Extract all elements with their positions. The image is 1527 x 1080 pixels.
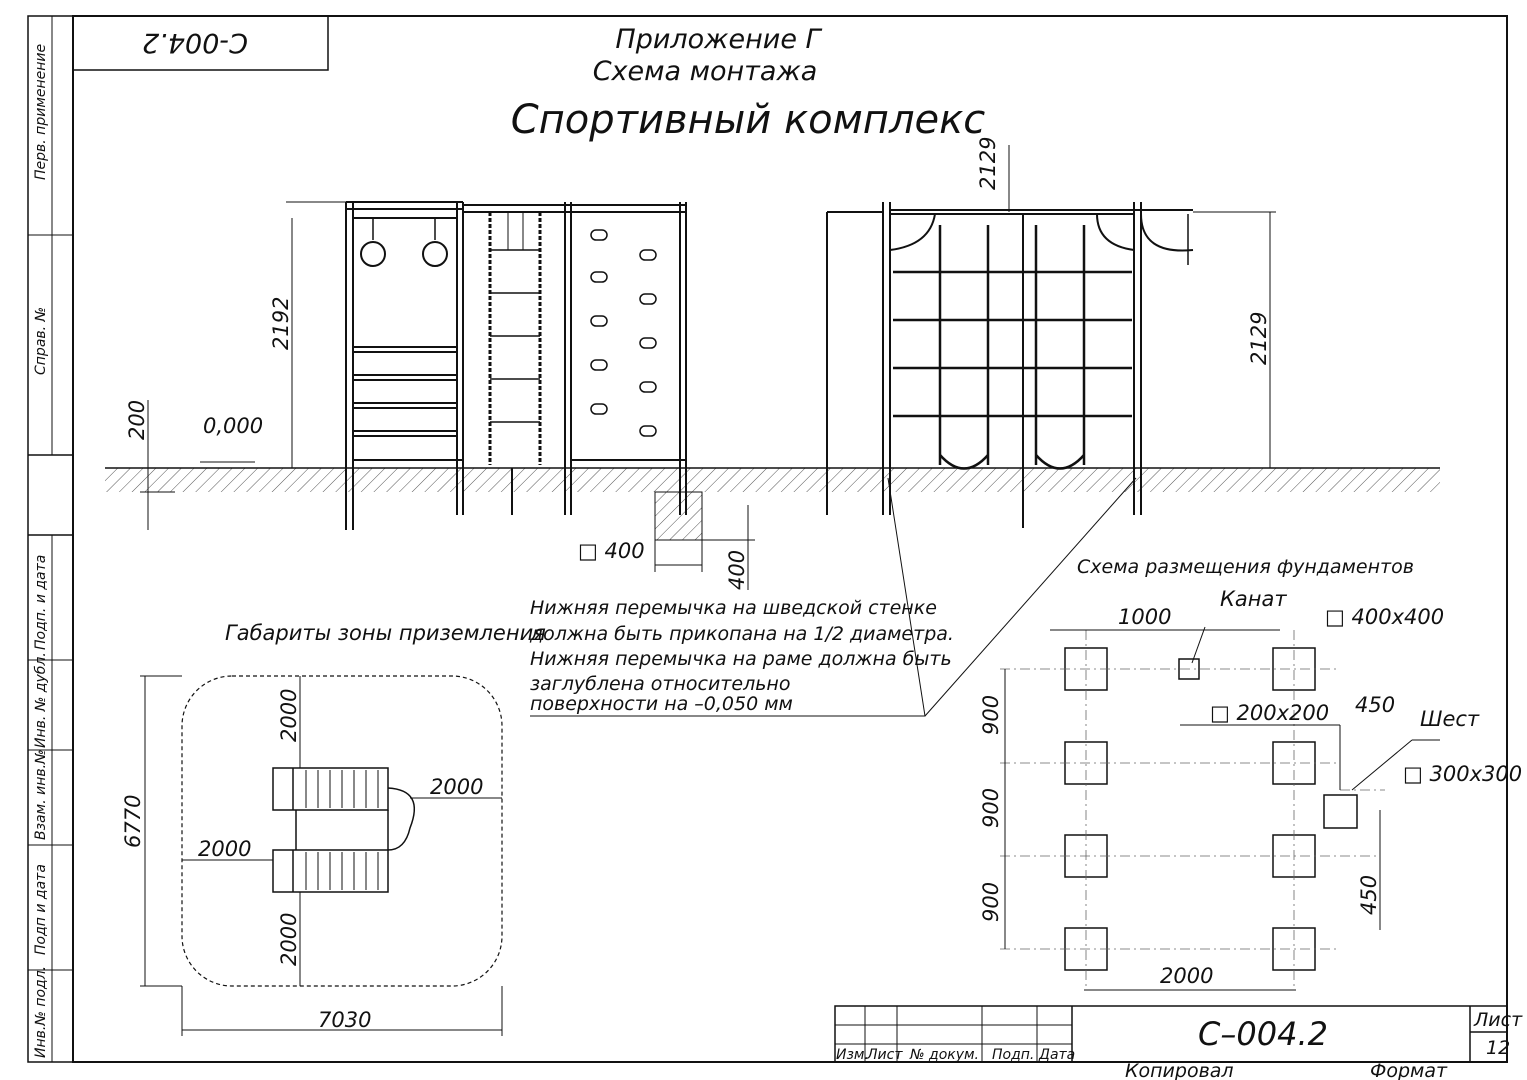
elevation-dims	[140, 145, 1276, 590]
tb-format: Формат	[1370, 1060, 1448, 1080]
foundation-depth: 400	[725, 550, 749, 590]
page-title: Спортивный комплекс	[511, 97, 986, 143]
dim-1000: 1000	[1118, 605, 1171, 629]
right-complex	[826, 202, 1194, 528]
note-line-3: Нижняя перемычка на раме должна быть	[530, 648, 952, 670]
note-line-2: должна быть прикопана на 1/2 диаметра.	[529, 623, 954, 645]
dim-2000: 2000	[1160, 964, 1213, 988]
tb-code: С–004.2	[1198, 1015, 1328, 1053]
tb-sheet-label: Лист	[1473, 1009, 1523, 1031]
ground	[105, 467, 1440, 541]
foundation-title: Схема размещения фундаментов	[1077, 556, 1414, 578]
zone-title: Габариты зоны приземления	[225, 621, 546, 645]
sheet-frame	[27, 15, 1508, 1063]
top-stamp-code: С-004.2	[142, 27, 248, 58]
dim-right-height: 2129	[1247, 312, 1271, 365]
dim-ground: 200	[125, 400, 149, 440]
side-column-labels: Перв. применение Справ. № Подп. и дата И…	[33, 44, 49, 1058]
zone-dim-right: 2000	[430, 775, 483, 799]
pole-label: Шест	[1420, 707, 1480, 731]
side-label-vzam: Взам. инв.№	[33, 749, 49, 840]
side-label-inv-dubl: Инв. № дубл.	[33, 652, 49, 748]
rope-label: Канат	[1220, 587, 1287, 611]
size-pole: □ 300х300	[1403, 762, 1522, 786]
tb-header-date: Дата	[1038, 1047, 1075, 1063]
zone-dim-width: 7030	[318, 1008, 371, 1032]
foundation-size: □ 400	[578, 539, 645, 563]
size-rope: □ 200х200	[1210, 701, 1329, 725]
zone-dim-bottom: 2000	[277, 913, 301, 966]
foundation-section	[654, 491, 703, 541]
zone-dim-left: 2000	[198, 837, 251, 861]
dim-450-side: 450	[1357, 875, 1381, 915]
installation-note: Нижняя перемычка на шведской стенке долж…	[529, 477, 1137, 717]
tb-sheet-num: 12	[1486, 1037, 1510, 1059]
scheme-label: Схема монтажа	[593, 56, 818, 87]
tb-header-list: Лист	[866, 1047, 903, 1063]
top-stamp: С-004.2	[73, 16, 329, 71]
dim-900-c: 900	[979, 882, 1003, 922]
side-label-perv: Перв. применение	[33, 44, 49, 180]
pole-foundation	[1323, 794, 1358, 829]
note-line-5: поверхности на –0,050 мм	[530, 693, 793, 715]
size-main: □ 400х400	[1325, 605, 1444, 629]
side-label-podp2: Подп и дата	[33, 864, 49, 955]
dim-900-a: 900	[979, 695, 1003, 735]
tb-header-doc: № докум.	[909, 1047, 979, 1063]
dim-top-right: 2129	[976, 137, 1000, 190]
left-complex	[345, 201, 687, 530]
side-label-podp1: Подп. и дата	[33, 555, 49, 650]
zone-dim-top: 2000	[277, 689, 301, 742]
note-line-4: заглублена относительно	[530, 673, 790, 695]
dim-450-top: 450	[1355, 693, 1395, 717]
note-line-1: Нижняя перемычка на шведской стенке	[530, 597, 937, 619]
foundation-layout: Схема размещения фундаментов	[979, 556, 1522, 991]
side-label-sprav: Справ. №	[33, 307, 49, 375]
zone-dim-height: 6770	[121, 795, 145, 848]
dim-left-height: 2192	[269, 297, 293, 350]
dim-900-b: 900	[979, 788, 1003, 828]
tb-copied: Копировал	[1125, 1060, 1234, 1080]
tb-header-izm: Изм.	[836, 1047, 869, 1063]
landing-zone: Габариты зоны приземления 20	[121, 621, 546, 1036]
rope-foundation	[1178, 658, 1200, 680]
tb-header-podp: Подп.	[992, 1047, 1034, 1063]
side-label-inv-podl: Инв.№ подл.	[33, 966, 49, 1058]
appendix-label: Приложение Г	[615, 24, 822, 55]
level-mark: 0,000	[203, 414, 263, 438]
title-block: Изм. Лист № докум. Подп. Дата С–004.2 Ли…	[834, 1005, 1523, 1080]
